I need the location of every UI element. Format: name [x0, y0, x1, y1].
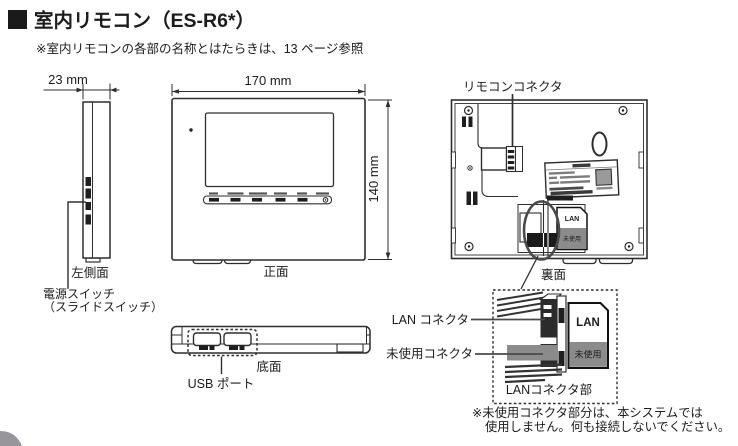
back-view: リモコンコネクタ LAN 未使用 — [450, 80, 648, 290]
wall-mount-keyhole — [591, 131, 608, 157]
page-corner-tab — [0, 431, 22, 446]
unused-plug-bar — [507, 345, 558, 361]
unused-connector-label: 未使用コネクタ — [386, 346, 473, 361]
strip-round-button — [322, 197, 329, 203]
small-screw-dot — [469, 167, 471, 169]
bottom-view-label: 底面 — [256, 359, 281, 374]
product-label-sticker — [544, 159, 620, 199]
dim-arrow — [385, 100, 391, 107]
dim-arrow — [358, 89, 365, 94]
slide-switch-marks — [85, 177, 91, 225]
dim-side-width: 23 mm — [48, 72, 88, 87]
bottom-right-slot — [336, 343, 364, 353]
lan-detail-box: LAN 未使用 LANコネクタ部 — [492, 289, 618, 405]
lan-connector-label: LAN コネクタ — [392, 313, 469, 327]
remote-connector-label: リモコンコネクタ — [463, 80, 563, 94]
detail-callouts: LAN コネクタ 未使用コネクタ — [386, 313, 545, 361]
lan-detail-label: LANコネクタ部 — [506, 382, 592, 397]
display-screen — [204, 112, 335, 188]
edge-notches — [451, 151, 644, 244]
tag-lan-text: LAN — [576, 317, 600, 329]
led-indicator-dot — [189, 128, 193, 132]
dim-arrow — [172, 89, 179, 94]
bottom-outline — [170, 325, 371, 354]
dim-front-width: 170 mm — [245, 73, 292, 88]
button-caption-marks — [209, 192, 329, 195]
connector-slit — [543, 313, 552, 317]
power-switch-sub-label: （スライドスイッチ） — [43, 300, 163, 314]
usb-port — [223, 332, 252, 347]
page-subtitle: ※室内リモコンの各部の名称とはたらきは、13 ページ参照 — [36, 41, 363, 56]
back-view-label: 裏面 — [541, 267, 566, 282]
header: 室内リモコン（ES-R6*） ※室内リモコンの各部の名称とはたらきは、13 ペー… — [8, 9, 363, 56]
usb-port — [192, 332, 222, 347]
connector-bracket-strip — [556, 295, 567, 373]
recess-contour — [481, 170, 518, 198]
detail-leader-line — [520, 255, 539, 290]
hatch-bottom — [504, 363, 563, 384]
power-switch-leader — [67, 201, 86, 289]
connector-slit — [543, 305, 552, 309]
tag-gray-area — [569, 342, 607, 367]
qr-code-square — [595, 168, 613, 186]
vent-slots — [462, 116, 478, 205]
front-view-label: 正面 — [263, 265, 288, 279]
usb-port-label: USB ポート — [188, 377, 255, 391]
section-square-bullet — [8, 10, 27, 29]
bottom-view: USB ポート 底面 — [170, 325, 371, 391]
footnote: ※未使用コネクタ部分は、本システムでは 使用しません。何も接続しないでください。 — [472, 405, 730, 434]
power-switch-label: 電源スイッチ — [43, 287, 115, 301]
note-line1: ※未使用コネクタ部分は、本システムでは — [472, 405, 703, 420]
lan-recess-area: LAN 未使用 — [517, 195, 588, 261]
button-strip — [202, 195, 333, 205]
remote-connector-pin-stripes — [507, 150, 515, 170]
side-view: 23 mm 左側面 電源スイッチ （スライドスイッチ） — [43, 72, 163, 314]
strip-round-button-dot — [324, 199, 327, 201]
strip-buttons — [209, 197, 308, 202]
note-line2: 使用しません。何も接続しないでください。 — [485, 419, 730, 434]
remote-connector-bracket — [515, 146, 523, 172]
mini-tag-gray-area — [557, 228, 587, 249]
front-view: 170 mm 140 mm — [171, 73, 392, 279]
bracket-slot — [558, 351, 565, 366]
recess-top-bar — [547, 195, 573, 201]
screws — [463, 105, 634, 252]
side-view-label: 左側面 — [71, 265, 109, 280]
zoom-highlight-ellipse — [522, 200, 561, 261]
page-title: 室内リモコン（ES-R6*） — [34, 9, 255, 32]
bracket-slot — [558, 308, 565, 323]
dim-arrow — [110, 87, 117, 93]
tag-unused-text: 未使用 — [574, 349, 601, 360]
dim-arrow — [76, 87, 83, 93]
unused-connector-bar — [527, 233, 558, 247]
dim-arrow — [385, 252, 391, 260]
mini-tag-lan-text: LAN — [565, 216, 579, 223]
mini-tag-unused-text: 未使用 — [563, 235, 581, 243]
usb-highlight-dashed-box — [187, 328, 258, 357]
remote-connector-block — [480, 147, 508, 171]
usb-port-contacts — [199, 345, 245, 350]
dim-front-height: 140 mm — [366, 156, 381, 203]
